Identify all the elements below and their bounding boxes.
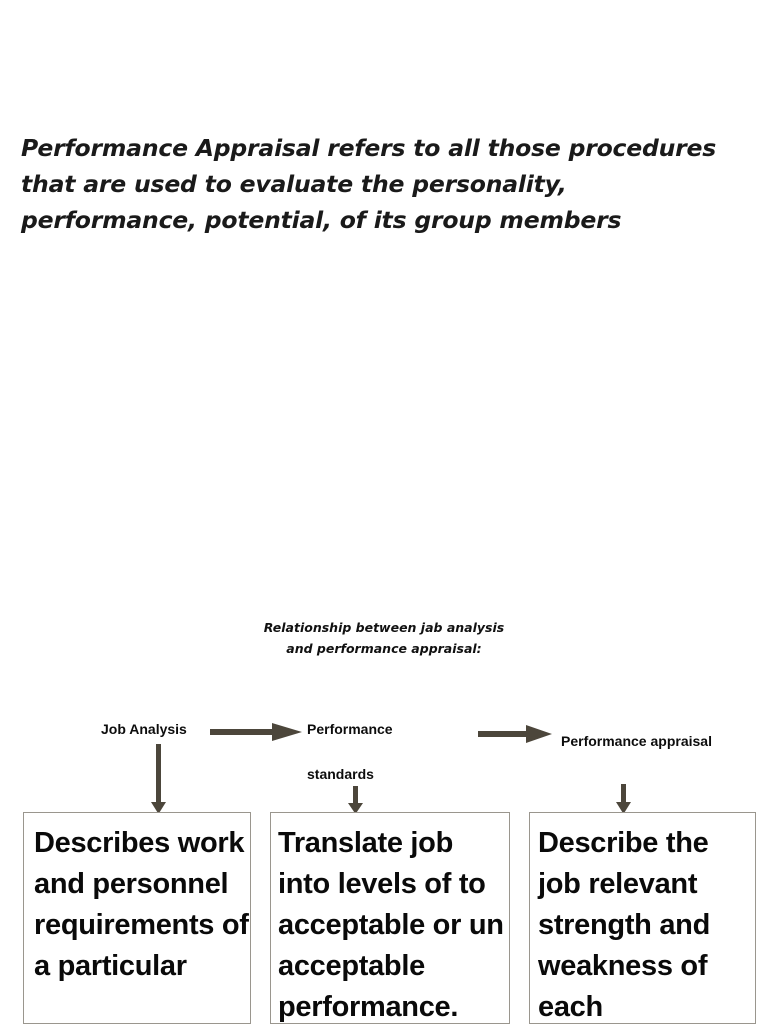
arrow-right-icon-standards-to-appraisal	[478, 723, 552, 745]
diagram-box-job-analysis: Describes work and personnel requirement…	[23, 812, 251, 1024]
diagram-caption-line-1: Relationship between jab analysis	[263, 620, 505, 635]
flow-label-performance-standards-line-2: standards	[307, 766, 374, 782]
diagram-box-performance-appraisal-text: Describe the job relevant strength and w…	[538, 827, 711, 1023]
arrow-down-icon-job-analysis	[151, 744, 167, 814]
diagram-box-performance-appraisal: Describe the job relevant strength and w…	[529, 812, 756, 1024]
diagram-box-performance-standards: Translate job into levels of to acceptab…	[270, 812, 510, 1024]
arrow-down-icon-performance-appraisal	[616, 784, 632, 814]
flow-label-job-analysis: Job Analysis	[101, 721, 187, 737]
diagram-box-job-analysis-text: Describes work and personnel requirement…	[34, 827, 249, 982]
diagram-caption-line-2: and performance appraisal:	[286, 641, 482, 656]
diagram-box-performance-standards-text: Translate job into levels of to acceptab…	[278, 827, 504, 1023]
flow-label-performance-standards-line-1: Performance	[307, 721, 393, 737]
diagram-caption: Relationship between jab analysis and pe…	[160, 617, 608, 659]
flow-label-performance-appraisal: Performance appraisal	[561, 733, 712, 749]
arrow-down-icon-performance-standards	[348, 786, 364, 814]
page-title: Performance Appraisal refers to all thos…	[21, 134, 717, 234]
arrow-right-icon-job-to-standards	[210, 721, 302, 743]
